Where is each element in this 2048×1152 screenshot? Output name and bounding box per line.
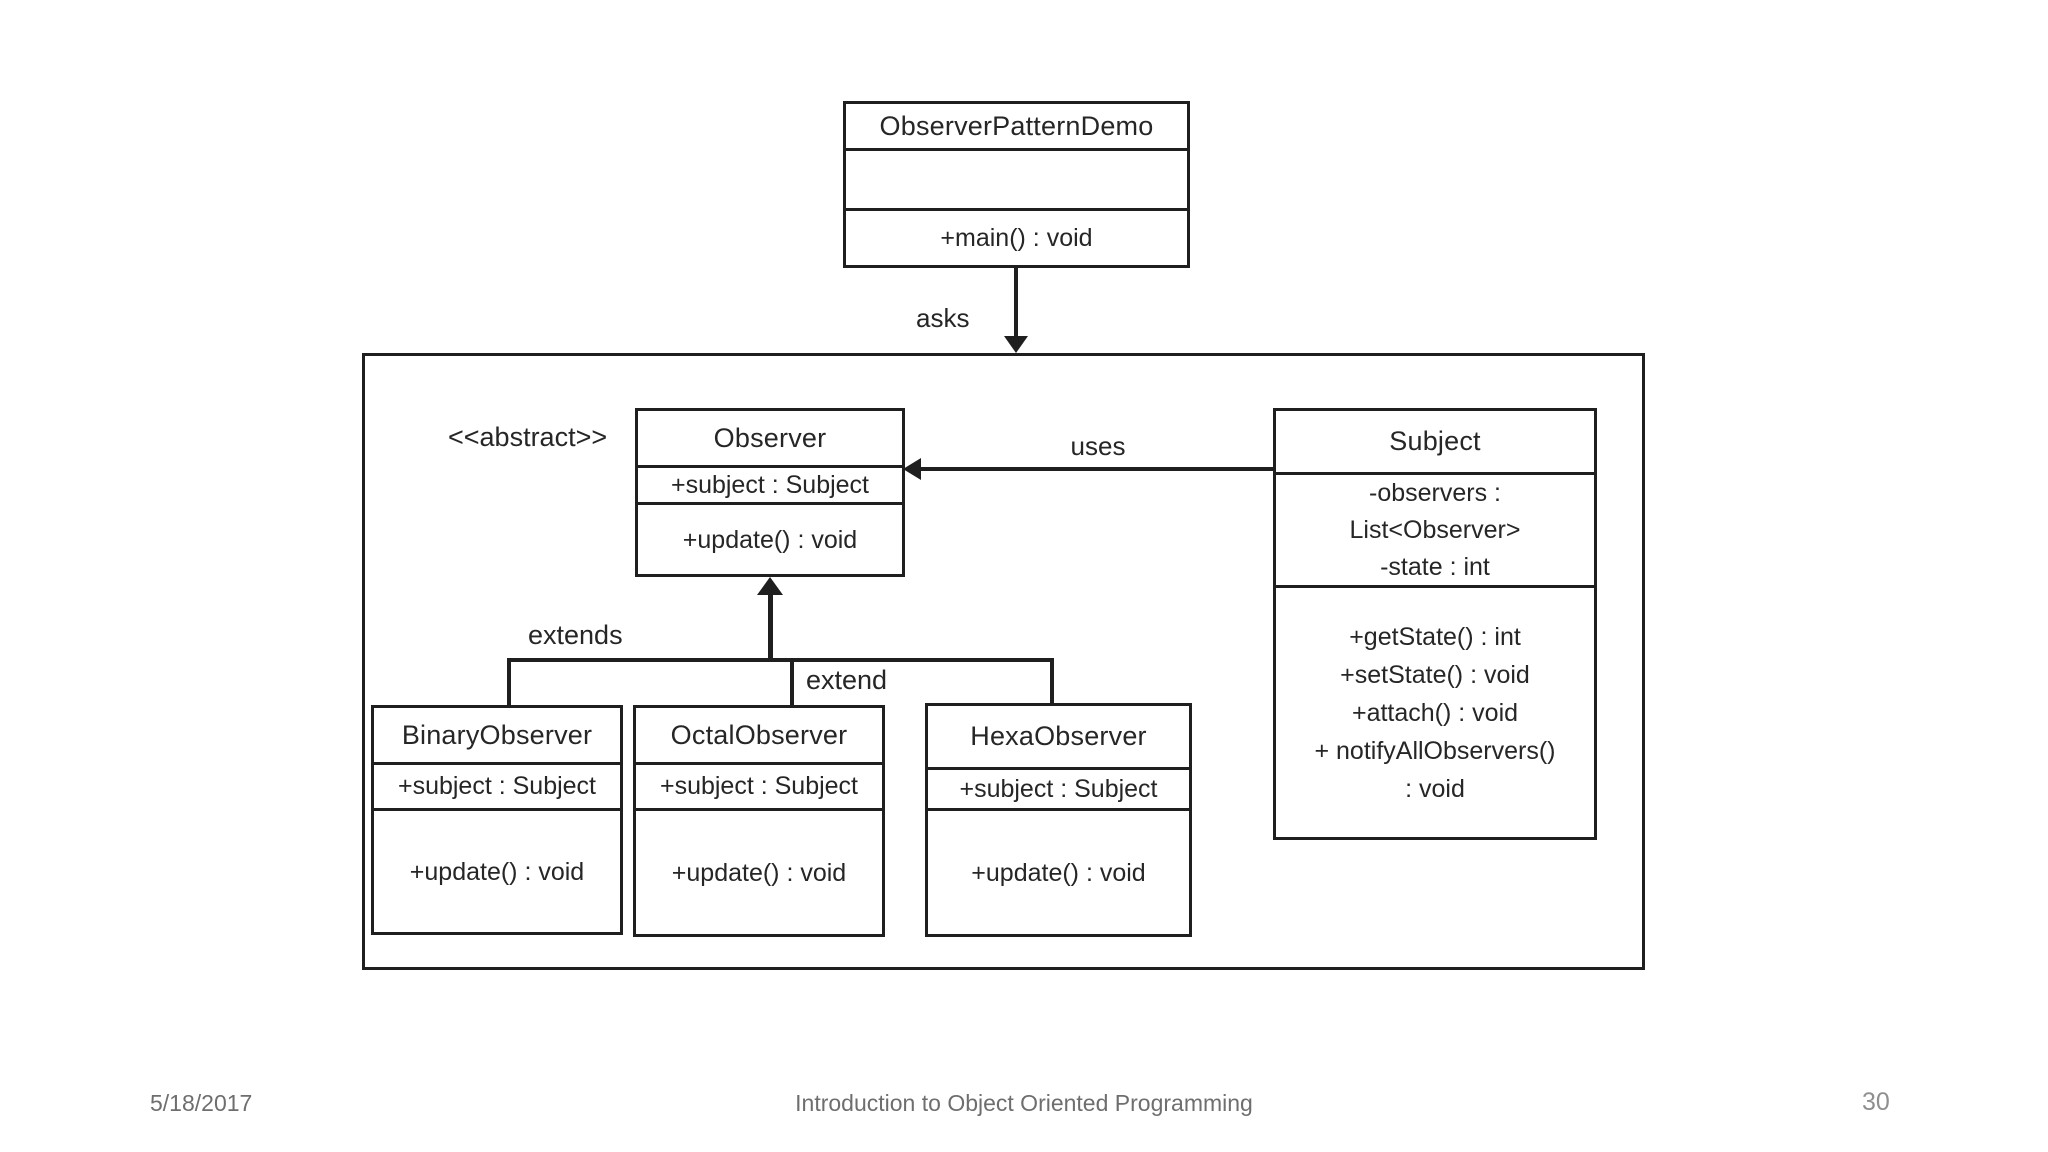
class-observer: Observer +subject : Subject +update() : … [635,408,905,577]
class-subject: Subject -observers : List<Observer> -sta… [1273,408,1597,840]
binary-connector-stub [507,658,511,705]
inheritance-arrowhead-up [757,577,783,595]
footer-page-number: 30 [1862,1088,1890,1116]
class-attribute: +subject : Subject [636,765,882,811]
method-line: +attach() : void [1351,698,1519,727]
inheritance-connector-line [507,658,1054,662]
method-line: : void [1405,774,1465,803]
method-label: +update() : void [682,525,858,554]
method-label: +update() : void [971,858,1146,887]
class-methods: +update() : void [638,505,902,574]
method-label: +main() : void [940,224,1093,252]
empty-attributes-compartment [846,151,1187,211]
class-methods: +update() : void [928,811,1189,934]
class-observer-pattern-demo: ObserverPatternDemo +main() : void [843,101,1190,268]
octal-connector-stub [790,658,794,705]
attribute-line: List<Observer> [1349,515,1521,544]
method-label: +update() : void [409,857,585,886]
class-attribute: +subject : Subject [374,765,620,811]
class-name: BinaryObserver [374,708,620,765]
attribute-line: -observers : [1369,478,1501,507]
class-methods: +getState() : int +setState() : void +at… [1276,588,1594,837]
class-methods: +update() : void [374,811,620,932]
class-name: OctalObserver [636,708,882,765]
abstract-stereotype-label: <<abstract>> [448,422,608,452]
asks-arrow-line [1014,268,1018,340]
class-name: ObserverPatternDemo [846,104,1187,151]
method-line: + notifyAllObservers() [1314,736,1556,765]
uses-arrowhead-left [903,458,921,480]
footer-title: Introduction to Object Oriented Programm… [795,1090,1253,1116]
extend-label: extend [806,665,888,695]
extends-label: extends [528,620,623,650]
attribute-line: -state : int [1380,552,1490,581]
class-hexa-observer: HexaObserver +subject : Subject +update(… [925,703,1192,937]
method-label: +update() : void [671,858,847,887]
class-octal-observer: OctalObserver +subject : Subject +update… [633,705,885,937]
asks-label: asks [916,303,970,333]
class-methods: +main() : void [846,211,1187,265]
class-methods: +update() : void [636,811,882,934]
class-attribute: +subject : Subject [928,770,1189,811]
footer-date: 5/18/2017 [150,1090,253,1116]
class-binary-observer: BinaryObserver +subject : Subject +updat… [371,705,623,935]
uses-arrow-line [918,467,1273,471]
inheritance-arrow-line [768,590,773,662]
method-line: +getState() : int [1349,622,1521,651]
class-name: HexaObserver [928,706,1189,770]
uses-label: uses [1070,431,1126,461]
class-attribute: +subject : Subject [638,468,902,505]
method-line: +setState() : void [1340,660,1530,689]
class-name: Observer [638,411,902,468]
asks-arrowhead-down [1004,336,1028,353]
class-name: Subject [1276,411,1594,475]
hexa-connector-stub [1050,658,1054,703]
class-attributes: -observers : List<Observer> -state : int [1276,475,1594,588]
